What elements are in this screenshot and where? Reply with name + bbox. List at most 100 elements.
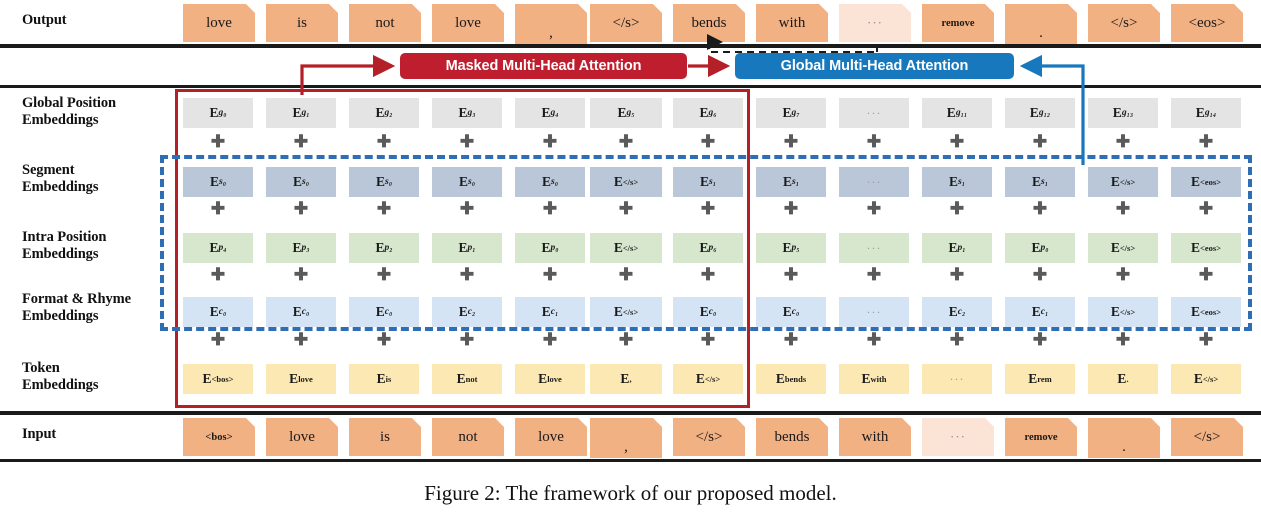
plus-icon: ✚ xyxy=(376,132,392,151)
input-token-chip: love xyxy=(266,418,338,456)
plus-icon: ✚ xyxy=(1198,330,1214,349)
token-embedding-cell: E</s> xyxy=(673,364,743,394)
token-embedding-cell: E<bos> xyxy=(183,364,253,394)
row-label-segment-line1: Segment xyxy=(22,162,75,178)
plus-icon: ✚ xyxy=(210,265,226,284)
intra-position-embedding-cell: ··· xyxy=(839,233,909,263)
output-token-chip: . xyxy=(1005,4,1077,44)
plus-icon: ✚ xyxy=(542,265,558,284)
plus-icon: ✚ xyxy=(1115,330,1131,349)
row-label-token: Token Embeddings xyxy=(22,360,98,394)
output-token-chip: </s> xyxy=(1088,4,1160,42)
plus-icon: ✚ xyxy=(1198,199,1214,218)
plus-icon: ✚ xyxy=(618,330,634,349)
plus-icon: ✚ xyxy=(293,330,309,349)
figure-caption-text: Figure 2: The framework of our proposed … xyxy=(424,481,837,505)
plus-icon: ✚ xyxy=(783,199,799,218)
row-label-segment-line2: Embeddings xyxy=(22,179,99,196)
masked-region-frame xyxy=(175,89,750,408)
figure-caption: Figure 2: The framework of our proposed … xyxy=(0,481,1261,506)
plus-icon: ✚ xyxy=(376,265,392,284)
global-multi-head-attention-label: Global Multi-Head Attention xyxy=(780,58,969,74)
plus-icon: ✚ xyxy=(376,199,392,218)
input-token-chip: remove xyxy=(1005,418,1077,456)
plus-icon: ✚ xyxy=(210,199,226,218)
input-token-chip: is xyxy=(349,418,421,456)
row-label-format-rhyme-line1: Format & Rhyme xyxy=(22,291,131,307)
intra-position-embedding-cell: E</s> xyxy=(1088,233,1158,263)
masked-multi-head-attention-label: Masked Multi-Head Attention xyxy=(445,58,642,74)
plus-icon: ✚ xyxy=(700,132,716,151)
row-label-token-line1: Token xyxy=(22,360,60,376)
row-label-intra-position-line2: Embeddings xyxy=(22,246,99,263)
row-label-output-text: Output xyxy=(22,12,67,28)
format-rhyme-embedding-cell: E<eos> xyxy=(1171,297,1241,327)
row-label-global-position-line1: Global Position xyxy=(22,95,116,111)
plus-icon: ✚ xyxy=(949,132,965,151)
row-label-input-text: Input xyxy=(22,426,57,442)
row-label-intra-position-line1: Intra Position xyxy=(22,229,107,245)
row-label-segment: Segment Embeddings xyxy=(22,162,98,196)
plus-icon: ✚ xyxy=(618,199,634,218)
global-multi-head-attention-box[interactable]: Global Multi-Head Attention xyxy=(735,53,1014,79)
plus-icon: ✚ xyxy=(866,265,882,284)
output-token-chip: , xyxy=(515,4,587,44)
global-position-embedding-cell: ··· xyxy=(839,98,909,128)
output-token-chip: not xyxy=(349,4,421,42)
output-token-chip: bends xyxy=(673,4,745,42)
segment-embedding-cell: ··· xyxy=(839,167,909,197)
plus-icon: ✚ xyxy=(618,265,634,284)
row-label-global-position: Global Position Embeddings xyxy=(22,95,116,129)
plus-icon: ✚ xyxy=(459,330,475,349)
plus-icon: ✚ xyxy=(783,330,799,349)
intra-position-embedding-cell: E<eos> xyxy=(1171,233,1241,263)
token-embedding-cell: E. xyxy=(1088,364,1158,394)
plus-icon: ✚ xyxy=(1032,265,1048,284)
plus-icon: ✚ xyxy=(293,132,309,151)
plus-icon: ✚ xyxy=(783,132,799,151)
plus-icon: ✚ xyxy=(293,265,309,284)
intra-position-embedding-cell: E</s> xyxy=(590,233,662,263)
row-label-format-rhyme: Format & Rhyme Embeddings xyxy=(22,291,131,325)
plus-icon: ✚ xyxy=(1115,132,1131,151)
top-divider-rule xyxy=(0,44,1261,48)
masked-multi-head-attention-box[interactable]: Masked Multi-Head Attention xyxy=(400,53,687,79)
input-token-chip: with xyxy=(839,418,911,456)
footer-divider-rule xyxy=(0,459,1261,462)
segment-embedding-cell: E</s> xyxy=(590,167,662,197)
segment-embedding-cell: E<eos> xyxy=(1171,167,1241,197)
output-token-chip: </s> xyxy=(590,4,662,42)
plus-icon: ✚ xyxy=(866,199,882,218)
input-token-chip: </s> xyxy=(673,418,745,456)
input-token-chip: , xyxy=(590,418,662,458)
token-embedding-cell: E</s> xyxy=(1171,364,1241,394)
plus-icon: ✚ xyxy=(210,330,226,349)
output-token-chip: love xyxy=(183,4,255,42)
plus-icon: ✚ xyxy=(1115,265,1131,284)
plus-icon: ✚ xyxy=(700,199,716,218)
plus-icon: ✚ xyxy=(1115,199,1131,218)
